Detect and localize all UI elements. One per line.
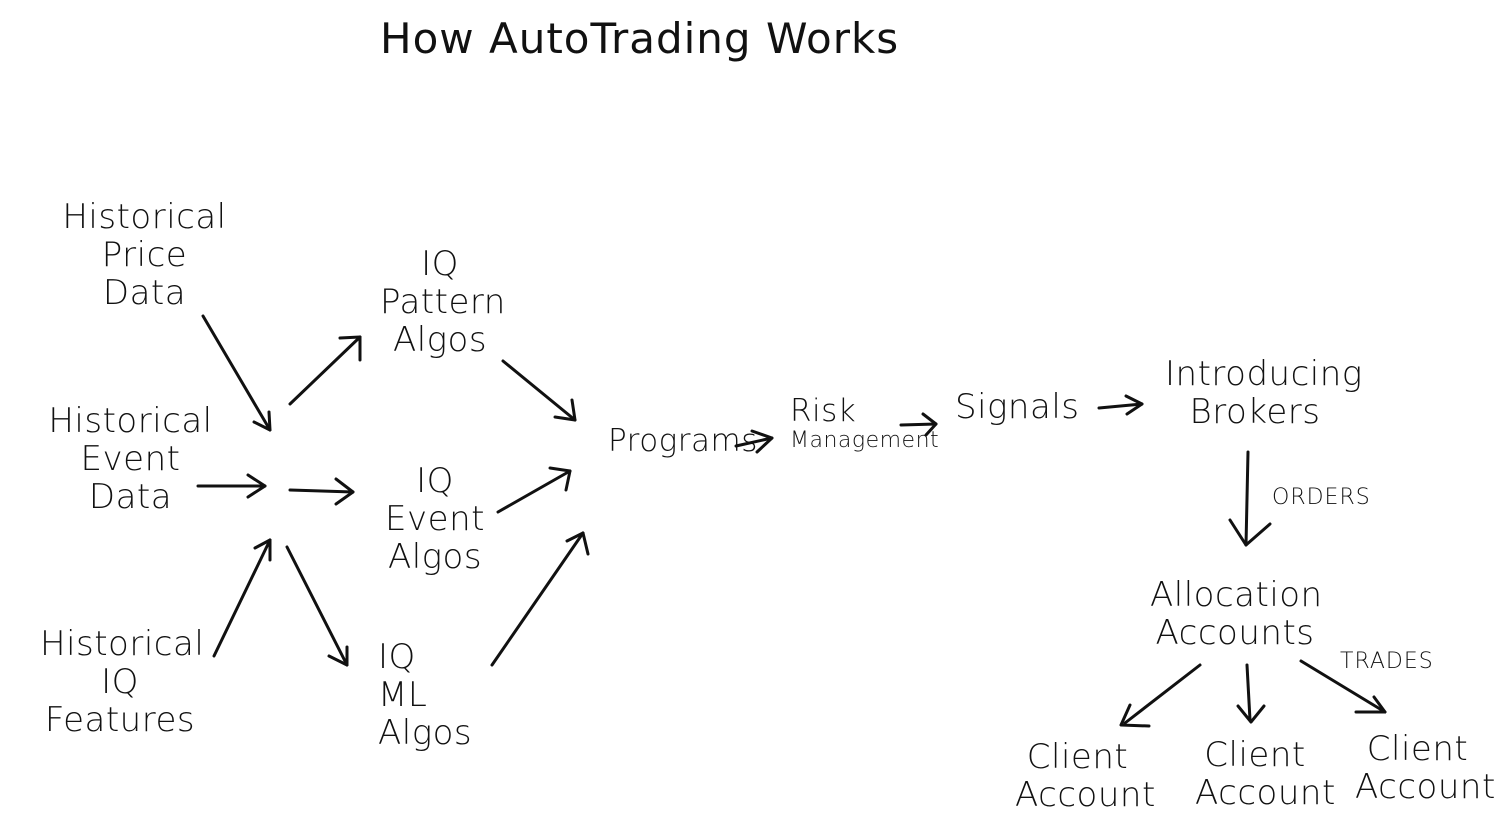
node-programs: Programs — [608, 423, 758, 459]
node-line: Introducing — [1165, 354, 1363, 394]
node-line: Event — [80, 439, 181, 480]
node-line: Algos — [378, 713, 473, 754]
node-line: IQ — [378, 637, 416, 677]
node-line: Data — [88, 477, 173, 518]
node-line: Historical — [48, 401, 213, 441]
node-line: Historical — [62, 197, 227, 237]
arrow-risk-to-signals — [899, 412, 938, 437]
arrow-hub-to-ml — [285, 545, 349, 667]
node-historical-price-data: Historical Price Data — [62, 198, 227, 312]
node-line: Management — [790, 427, 940, 453]
node-introducing-brokers: Introducing Brokers — [1165, 354, 1363, 433]
diagram-title: How AutoTrading Works — [380, 14, 900, 63]
node-risk-management: Risk Management — [790, 394, 939, 453]
arrow-brokers-to-allocation — [1228, 450, 1272, 547]
node-signals: Signals — [955, 387, 1080, 427]
node-line: Client — [1026, 737, 1129, 777]
node-line: Account — [1355, 767, 1496, 808]
node-line: Allocation — [1150, 575, 1323, 615]
arrow-allocation-to-client-1 — [1119, 663, 1202, 728]
node-line: Features — [44, 700, 196, 741]
node-iq-ml-algos: IQ ML Algos — [378, 638, 498, 752]
arrow-allocation-to-client-3 — [1299, 659, 1387, 714]
node-line: Algos — [387, 537, 483, 578]
node-client-account-3: Client Account — [1355, 729, 1496, 808]
node-line: Account — [1195, 773, 1336, 814]
node-line: Risk — [790, 393, 857, 429]
node-client-account-2: Client Account — [1195, 735, 1336, 814]
node-line: Algos — [392, 320, 488, 361]
node-line: IQ — [101, 662, 139, 703]
node-historical-event-data: Historical Event Data — [48, 402, 213, 516]
arrow-allocation-to-client-2 — [1236, 663, 1266, 724]
arrow-price-to-hub — [201, 314, 272, 432]
edge-label-orders: ORDERS — [1272, 485, 1371, 510]
node-line: IQ — [416, 461, 454, 501]
node-line: Client — [1204, 735, 1306, 775]
node-line: Account — [1015, 775, 1156, 816]
node-line: IQ — [421, 244, 459, 284]
arrow-ml-to-programs — [490, 531, 590, 667]
node-line: Historical — [40, 624, 205, 664]
arrow-features-to-hub — [212, 538, 272, 658]
node-allocation-accounts: Allocation Accounts — [1150, 575, 1323, 654]
node-client-account-1: Client Account — [1015, 737, 1156, 816]
arrow-hub-to-event — [288, 477, 355, 506]
node-line: Pattern — [380, 282, 506, 323]
node-line: Client — [1366, 729, 1469, 769]
node-line: Price — [101, 235, 188, 276]
arrow-hub-to-pattern — [288, 335, 362, 406]
node-line: Accounts — [1155, 613, 1315, 654]
node-historical-iq-features: Historical IQ Features — [40, 624, 205, 741]
node-line: Brokers — [1189, 392, 1321, 433]
arrow-event-to-hub — [196, 473, 267, 499]
edge-label-trades: TRADES — [1340, 649, 1434, 674]
arrow-signals-to-brokers — [1097, 394, 1144, 416]
node-line: Data — [102, 273, 187, 314]
arrow-event-to-programs — [496, 466, 572, 514]
arrow-programs-to-risk — [734, 429, 774, 454]
node-line: Event — [385, 499, 485, 540]
node-iq-pattern-algos: IQ Pattern Algos — [380, 244, 506, 361]
arrow-pattern-to-programs — [501, 359, 577, 422]
node-line: ML — [378, 675, 428, 716]
node-iq-event-algos: IQ Event Algos — [375, 462, 495, 576]
